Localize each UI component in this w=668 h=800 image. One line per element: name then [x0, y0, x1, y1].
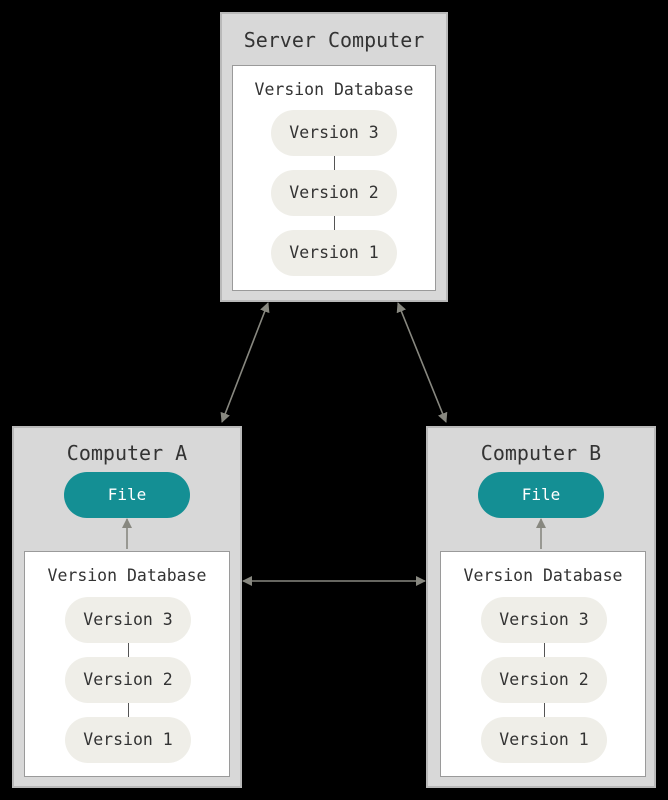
server-connector-2-1: [334, 216, 335, 230]
arrow-server-computer-a: [220, 302, 270, 423]
computer-a-connector-3-2: [128, 643, 129, 657]
computer-b-version-1: Version 1: [481, 717, 607, 763]
computer-a-version-3: Version 3: [65, 597, 191, 643]
computer-b-connector-3-2: [544, 643, 545, 657]
computer-b-file: File: [478, 472, 604, 518]
computer-a-title: Computer A: [66, 441, 188, 465]
server-connector-3-2: [334, 156, 335, 170]
server-version-2: Version 2: [271, 170, 397, 216]
computer-b-version-database-title: Version Database: [463, 566, 623, 585]
computer-a-version-database-title: Version Database: [47, 566, 207, 585]
server-version-1: Version 1: [271, 230, 397, 276]
computer-b-box: Computer B File Version Database Version…: [426, 426, 656, 788]
server-version-database-title: Version Database: [254, 80, 414, 99]
computer-b-version-3: Version 3: [481, 597, 607, 643]
computer-a-connector-2-1: [128, 703, 129, 717]
server-version-3: Version 3: [271, 110, 397, 156]
computer-b-version-2: Version 2: [481, 657, 607, 703]
computer-a-version-2: Version 2: [65, 657, 191, 703]
server-computer-title: Server Computer: [243, 28, 425, 52]
computer-a-box: Computer A File Version Database Version…: [12, 426, 242, 788]
arrow-server-computer-b: [396, 302, 448, 423]
server-computer-box: Server Computer Version Database Version…: [220, 12, 448, 302]
computer-b-version-database: Version Database Version 3 Version 2 Ver…: [440, 551, 646, 777]
computer-a-file: File: [64, 472, 190, 518]
server-version-database: Version Database Version 3 Version 2 Ver…: [232, 65, 436, 291]
computer-a-version-database: Version Database Version 3 Version 2 Ver…: [24, 551, 230, 777]
computer-a-version-1: Version 1: [65, 717, 191, 763]
computer-b-title: Computer B: [480, 441, 602, 465]
computer-b-connector-2-1: [544, 703, 545, 717]
